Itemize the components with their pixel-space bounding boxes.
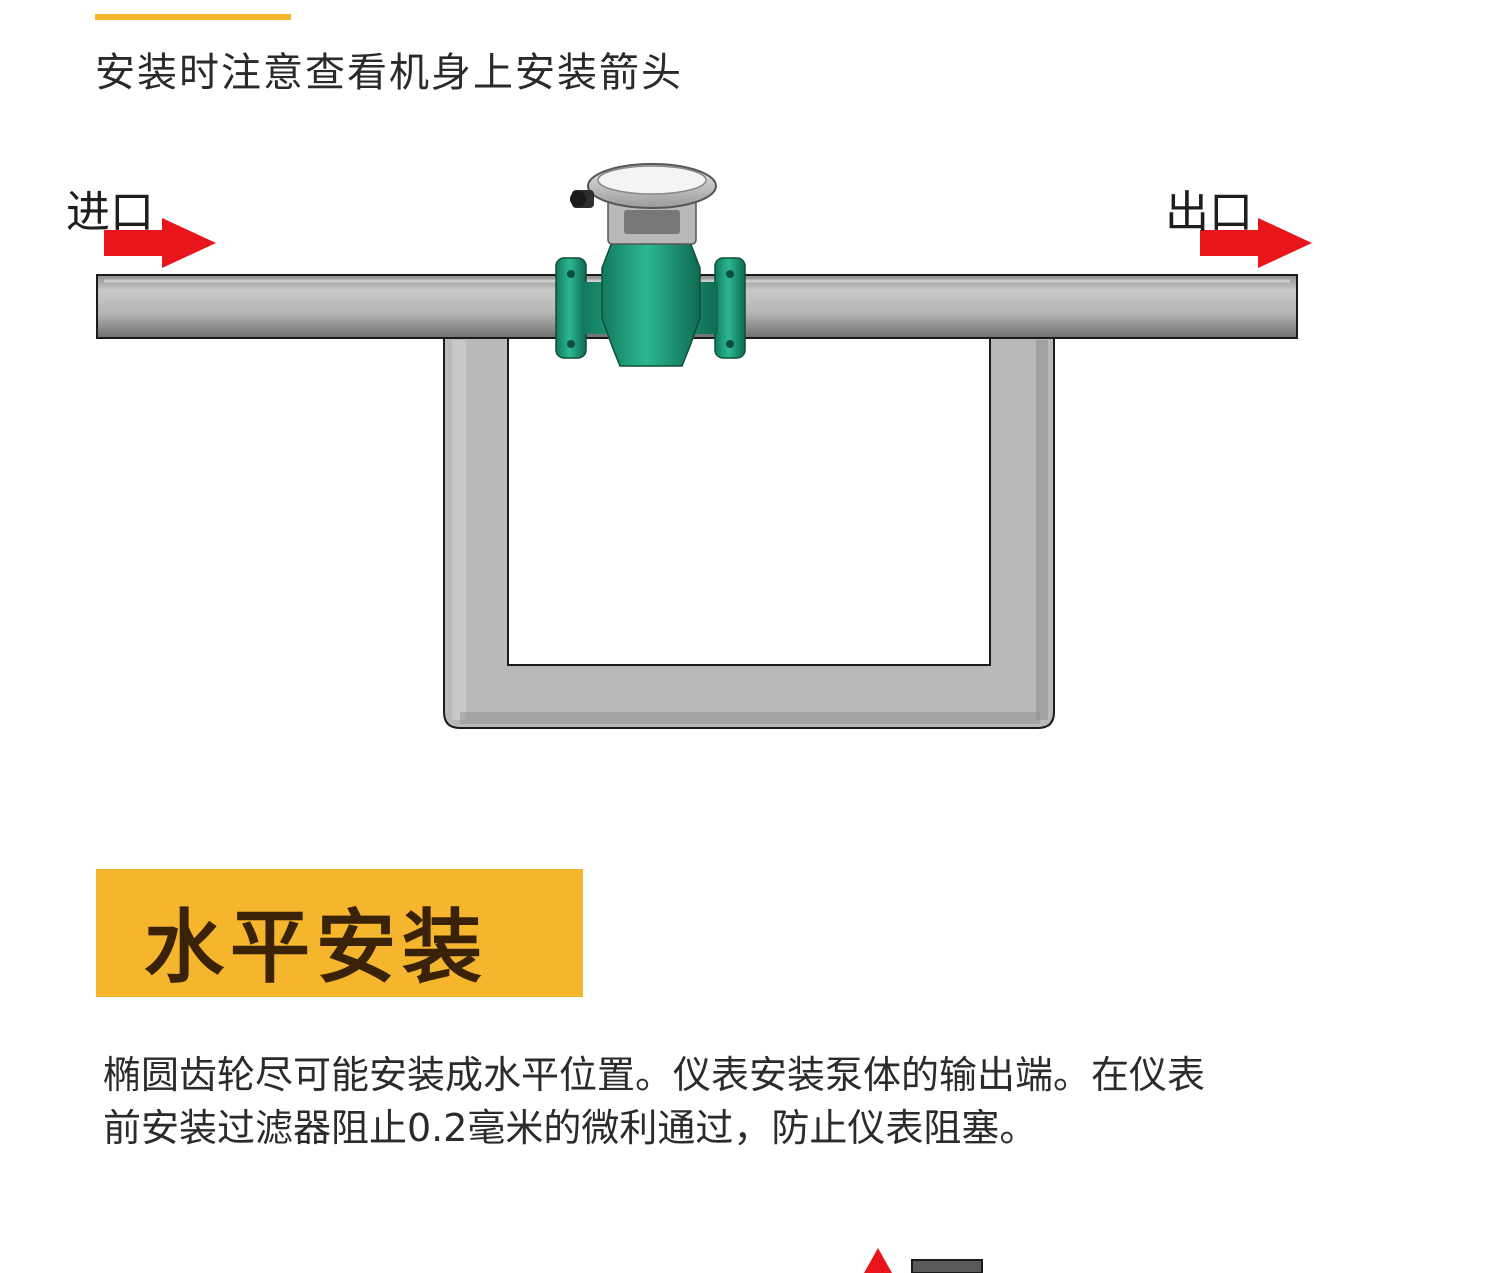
section-title: 水平安装 bbox=[144, 901, 488, 994]
outlet-label: 出口 bbox=[1165, 187, 1253, 238]
inlet-arrow bbox=[104, 218, 216, 268]
partial-pipe bbox=[911, 1259, 983, 1273]
description-line-1: 椭圆齿轮尽可能安装成水平位置。仪表安装泵体的输出端。在仪表 bbox=[103, 1053, 1206, 1097]
flow-meter bbox=[555, 163, 746, 367]
outlet-arrow bbox=[1200, 218, 1312, 268]
partial-red-arrow bbox=[864, 1248, 892, 1273]
bypass-pipe bbox=[443, 333, 1055, 729]
inlet-label: 进口 bbox=[66, 187, 154, 238]
accent-line bbox=[95, 14, 291, 20]
install-note: 安装时注意查看机身上安装箭头 bbox=[95, 50, 683, 96]
section-banner: 水平安装 bbox=[96, 869, 583, 997]
description-line-2: 前安装过滤器阻止0.2毫米的微利通过，防止仪表阻塞。 bbox=[103, 1106, 1038, 1150]
next-diagram-fragment bbox=[864, 1248, 983, 1273]
